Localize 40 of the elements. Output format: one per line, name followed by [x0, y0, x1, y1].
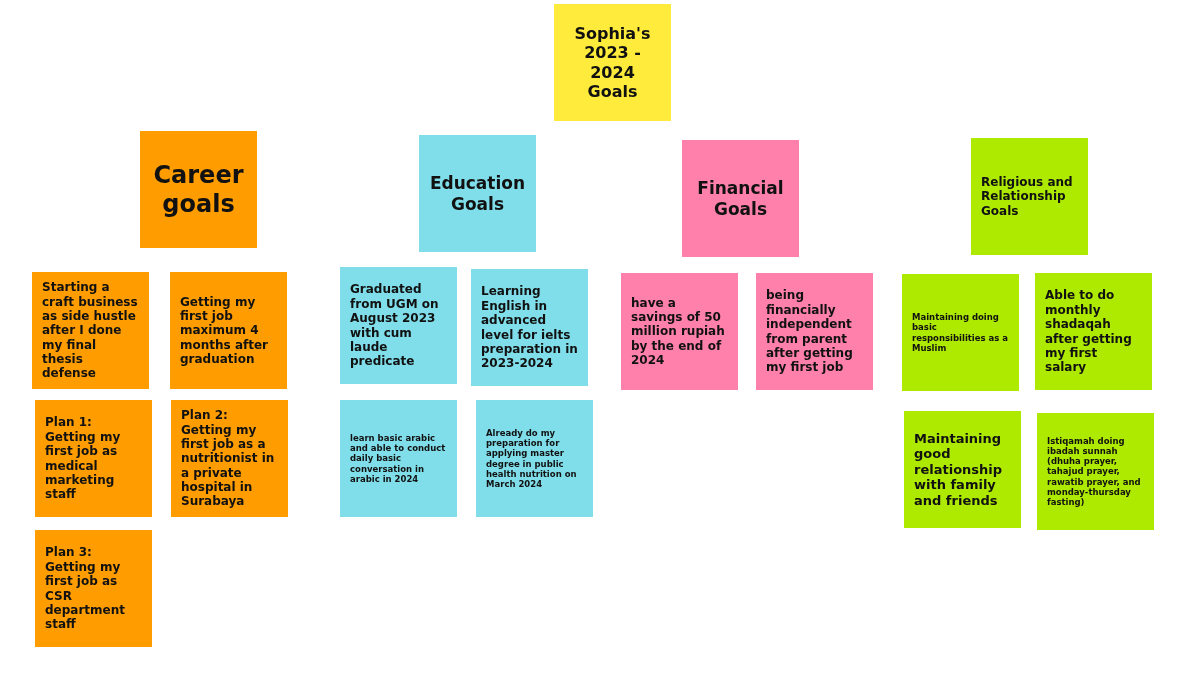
category-note	[682, 140, 799, 257]
sticky-note	[35, 400, 152, 517]
sticky-note	[35, 530, 152, 647]
sticky-note	[1037, 413, 1154, 530]
note-text: Already do my preparation for applying master degree in public health nutrition on March 2024	[486, 427, 578, 490]
category-note	[140, 131, 257, 248]
sticky-note	[32, 272, 149, 389]
sticky-note	[170, 272, 287, 389]
note-text: Starting a craft business as side hustle after I done my final thesis defense	[42, 280, 139, 381]
note-text: Plan 3: Getting my first job as CSR department staff	[45, 545, 126, 632]
note-text: Career goals	[152, 160, 245, 219]
note-text: Sophia's 2023 - 2024 Goals	[573, 24, 652, 101]
sticky-note	[971, 138, 1088, 255]
sticky-note	[621, 273, 738, 390]
note-text: Getting my first job maximum 4 months after graduation	[180, 294, 269, 367]
note-text: have a savings of 50 million rupiah by the end of 2024	[631, 295, 726, 368]
sticky-note	[904, 411, 1021, 528]
sticky-note	[476, 400, 593, 517]
title-note	[554, 4, 671, 121]
note-text: Plan 2: Getting my first job as a nutritionist in a private hospital in Surabaya	[181, 408, 276, 509]
note-text: Learning English in advanced level for ielts preparation in 2023-2024	[481, 284, 578, 371]
note-text: Education Goals	[429, 173, 526, 214]
sticky-note	[1035, 273, 1152, 390]
note-text: Maintaining doing basic responsibilities as a Muslim	[912, 312, 1009, 353]
sticky-note	[756, 273, 873, 390]
note-text: Plan 1: Getting my first job as medical marketing staff	[45, 415, 122, 502]
sticky-note	[902, 274, 1019, 391]
note-text: Maintaining good relationship with family and friends	[914, 430, 1004, 509]
note-text: Financial Goals	[696, 178, 785, 219]
note-text: Graduated from UGM on August 2023 with cum laude predicate	[350, 282, 440, 369]
note-text: learn basic arabic and able to conduct daily basic conversation in arabic in 2024	[350, 433, 447, 484]
note-text: being financially independent from parent after getting my first job	[766, 288, 854, 375]
note-text: Able to do monthly shadaqah after getting my first salary	[1045, 288, 1133, 375]
sticky-note	[340, 267, 457, 384]
sticky-note	[171, 400, 288, 517]
note-text: Istiqamah doing ibadah sunnah (dhuha prayer, tahajud prayer, rawatib prayer, and monday-thursday fasting)	[1047, 435, 1142, 508]
category-note	[419, 135, 536, 252]
sticky-note	[340, 400, 457, 517]
sticky-note	[471, 269, 588, 386]
note-text: Religious and Relationship Goals	[981, 174, 1074, 219]
